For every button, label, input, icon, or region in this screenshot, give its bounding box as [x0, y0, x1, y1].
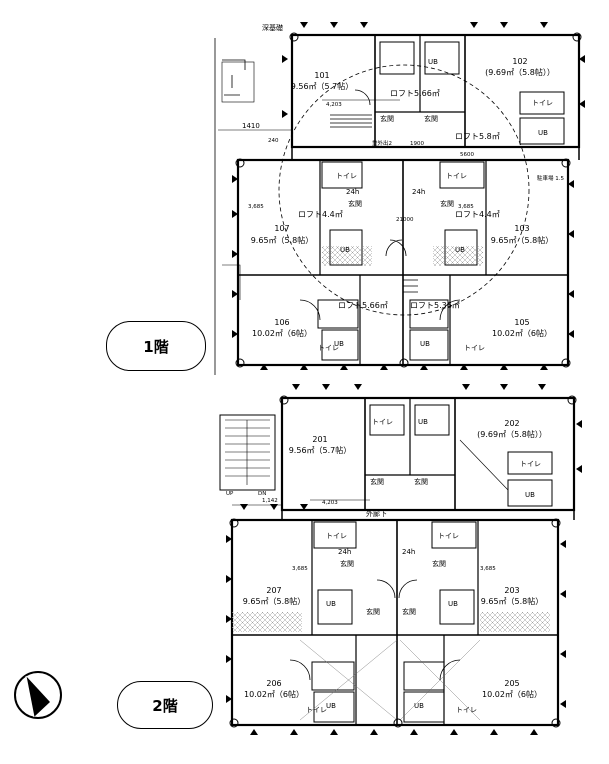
ub-label: UB [525, 491, 535, 499]
stair-down-label: DN [258, 491, 266, 497]
room-205-number: 205 [504, 679, 519, 688]
room-105-area: 10.02㎡（6帖） [492, 328, 552, 338]
room-103-number: 103 [514, 224, 529, 233]
stair-up-label: UP [226, 491, 234, 497]
room-107-area: 9.65㎡（5.8帖） [251, 235, 314, 245]
loft-105-label: ロフト5.36㎡ [410, 301, 460, 310]
room-201-area: 9.56㎡（5.7帖） [289, 445, 352, 455]
dimension-label: 4,203 [322, 500, 338, 506]
toilet-label: トイレ [464, 344, 485, 352]
north-arrow-icon [14, 671, 62, 719]
toilet-label: トイレ [306, 706, 327, 714]
loft-107-label: ロフト4.4㎡ [298, 210, 343, 219]
room-201-number: 201 [312, 435, 327, 444]
genkan-label: 玄関 [424, 114, 438, 123]
second-floor-plan [219, 384, 582, 735]
toilet-label: トイレ [336, 172, 357, 180]
toilet-label: トイレ [446, 172, 467, 180]
room-106-number: 106 [274, 318, 289, 327]
dimension-label: 21000 [396, 217, 414, 223]
loft-103-label: ロフト4.4㎡ [455, 210, 500, 219]
room-103-area: 9.65㎡（5.8帖） [491, 235, 554, 245]
genkan-label: 玄関 [380, 114, 394, 123]
loft-101-label: ロフト5.66㎡ [390, 89, 440, 98]
first-floor-labels: 深基礎 101 9.56㎡（5.7帖） 102 (9.69㎡（5.8帖）） 10… [242, 23, 564, 352]
room-205-area: 10.02㎡（6帖） [482, 689, 542, 699]
second-floor-label: 2階 [117, 681, 213, 729]
toilet-label: トイレ [520, 460, 541, 468]
loft-106-label: ロフト5.66㎡ [338, 301, 388, 310]
ub-label: UB [340, 246, 350, 254]
dimension-label: 4,203 [326, 102, 342, 108]
room-102-area: (9.69㎡（5.8帖）） [485, 67, 555, 77]
dimension-label: 3,685 [248, 204, 264, 210]
ub-label: UB [418, 418, 428, 426]
dimension-label: 3,685 [480, 566, 496, 572]
genkan-label: 玄関 [340, 559, 354, 568]
dimension-label: 5600 [460, 152, 474, 158]
ub-label: UB [538, 129, 548, 137]
room-101-area: 9.56㎡（5.7帖） [291, 81, 354, 91]
room-207-number: 207 [266, 586, 281, 595]
room-105-number: 105 [514, 318, 529, 327]
genkan-label: 玄関 [370, 477, 384, 486]
genkan-label: 玄関 [348, 199, 362, 208]
genkan-label: 玄関 [432, 559, 446, 568]
ub-label: UB [326, 702, 336, 710]
note-label: 重外出2 [372, 139, 392, 147]
dimension-label: 3,685 [292, 566, 308, 572]
toilet-label: トイレ [532, 99, 553, 107]
toilet-label: トイレ [438, 532, 459, 540]
outer-hall-label: 外廊下 [366, 509, 387, 518]
ub-label: UB [326, 600, 336, 608]
ub-label: UB [455, 246, 465, 254]
hours-label: 24h [346, 188, 359, 196]
toilet-label: トイレ [372, 418, 393, 426]
toilet-label: トイレ [326, 532, 347, 540]
loft-102-label: ロフト5.8㎡ [455, 132, 500, 141]
hours-label: 24h [402, 548, 415, 556]
side-note-label: 駐車場 1.5 [537, 174, 564, 182]
genkan-label: 玄関 [402, 607, 416, 616]
room-106-area: 10.02㎡（6帖） [252, 328, 312, 338]
hours-label: 24h [338, 548, 351, 556]
ub-label: UB [334, 340, 344, 348]
dimension-label: 1410 [242, 122, 260, 130]
first-floor-plan [214, 22, 585, 375]
genkan-label: 玄関 [366, 607, 380, 616]
genkan-label: 玄関 [440, 199, 454, 208]
dimension-label: 1,142 [262, 498, 278, 504]
dimension-label: 3,685 [458, 204, 474, 210]
genkan-label: 玄関 [414, 477, 428, 486]
room-206-number: 206 [266, 679, 281, 688]
room-203-area: 9.65㎡（5.8帖） [481, 596, 544, 606]
ub-label: UB [420, 340, 430, 348]
ub-label: UB [414, 702, 424, 710]
room-202-number: 202 [504, 419, 519, 428]
dimension-label: 240 [268, 138, 279, 144]
room-101-number: 101 [314, 71, 329, 80]
room-202-area: (9.69㎡（5.8帖）） [477, 429, 547, 439]
room-107-number: 107 [274, 224, 289, 233]
ub-label: UB [428, 58, 438, 66]
room-206-area: 10.02㎡（6帖） [244, 689, 304, 699]
second-floor-labels: 201 9.56㎡（5.7帖） 202 (9.69㎡（5.8帖）） 207 9.… [226, 418, 547, 714]
room-102-number: 102 [512, 57, 527, 66]
hours-label: 24h [412, 188, 425, 196]
top-annotation: 深基礎 [262, 23, 283, 32]
ub-label: UB [448, 600, 458, 608]
room-207-area: 9.65㎡（5.8帖） [243, 596, 306, 606]
first-floor-label: 1階 [106, 321, 206, 371]
room-203-number: 203 [504, 586, 519, 595]
toilet-label: トイレ [318, 344, 339, 352]
dimension-label: 1900 [410, 141, 424, 147]
toilet-label: トイレ [456, 706, 477, 714]
